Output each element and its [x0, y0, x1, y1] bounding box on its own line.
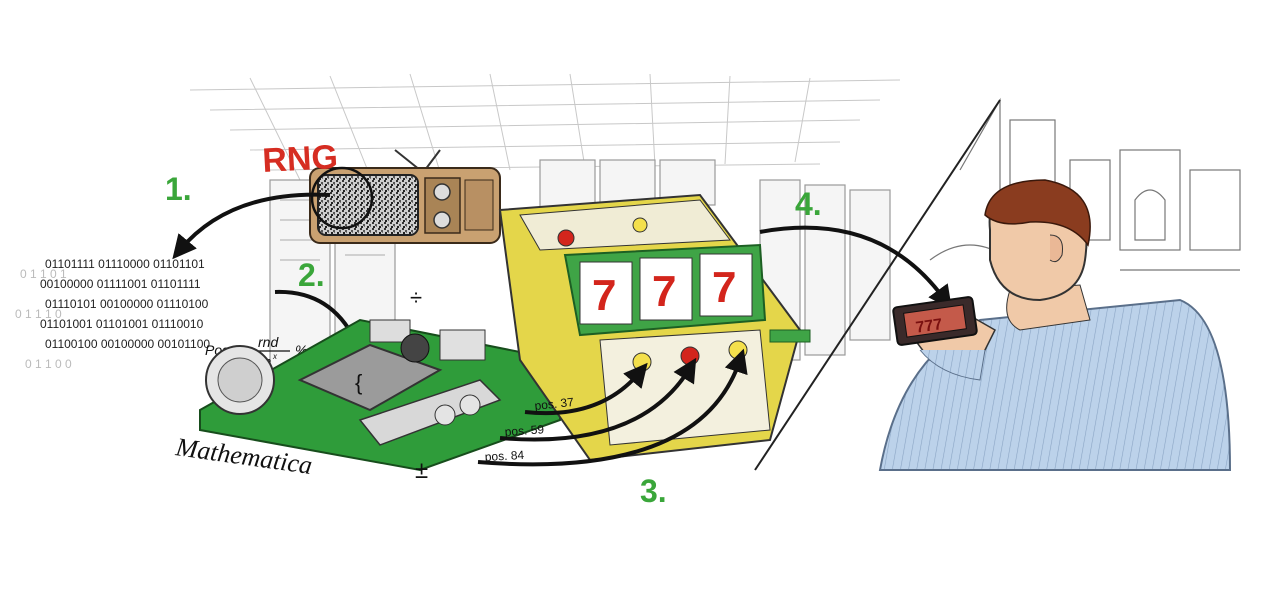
- reel-symbol: 7: [652, 267, 676, 316]
- reel-symbol: 7: [712, 263, 736, 312]
- reel-symbol: 7: [592, 271, 616, 320]
- binary-line: 00100000 01111001 01101111: [40, 277, 201, 291]
- ceiling-grid: [189, 73, 901, 181]
- phone-reel-symbols: 777: [915, 316, 944, 337]
- binary-line: 01110101 00100000 01110100: [45, 297, 209, 311]
- circuit-board: {: [199, 318, 561, 472]
- step-1-label: 1.: [165, 171, 192, 207]
- arrow-pos-84: [477, 348, 748, 467]
- arrow-machine-to-player: [759, 225, 953, 310]
- reel-position-label: pos. 84: [484, 448, 524, 464]
- formula-denominator-exp: x: [272, 352, 278, 361]
- arrow-rng-to-binary: [172, 192, 331, 260]
- formula-numerator: rnd: [258, 334, 279, 350]
- step-2-label: 2.: [298, 257, 325, 293]
- binary-line: 01101111 01110000 01101101: [45, 257, 205, 271]
- svg-text:0 1 1 1 0: 0 1 1 1 0: [15, 307, 62, 321]
- svg-text:0 1 1 0 1: 0 1 1 0 1: [20, 267, 67, 281]
- rng-label: RNG: [261, 138, 338, 180]
- slot-machine: 7 7 7: [498, 193, 811, 462]
- step-3-label: 3.: [640, 473, 667, 509]
- binary-line: 01100100 00100000 00101100: [45, 337, 210, 351]
- reel-position-label: pos. 37: [534, 395, 575, 413]
- binary-ghost: 0 1 1 0 1 0 1 1 1 0 0 1 1 0 0: [15, 267, 72, 371]
- binary-stream: 01101111 01110000 01101101 00100000 0111…: [40, 257, 210, 351]
- divide-symbol: ÷: [410, 285, 422, 310]
- arrow-pos-59: [499, 357, 697, 442]
- arrow-pos-37: [524, 362, 648, 416]
- tv-rng: [309, 149, 501, 244]
- phone: 777: [892, 296, 978, 346]
- city-background: [929, 97, 1241, 271]
- svg-text:0 1 1 0 0: 0 1 1 0 0: [25, 357, 72, 371]
- reel-position-label: pos. 59: [504, 422, 545, 439]
- binary-line: 01101001 01101001 01110010: [40, 317, 204, 331]
- plusminus-symbol: ±: [415, 457, 428, 484]
- scene-divider: [754, 99, 1001, 471]
- step-4-label: 4.: [795, 186, 822, 222]
- chip-brace-icon: {: [355, 370, 362, 395]
